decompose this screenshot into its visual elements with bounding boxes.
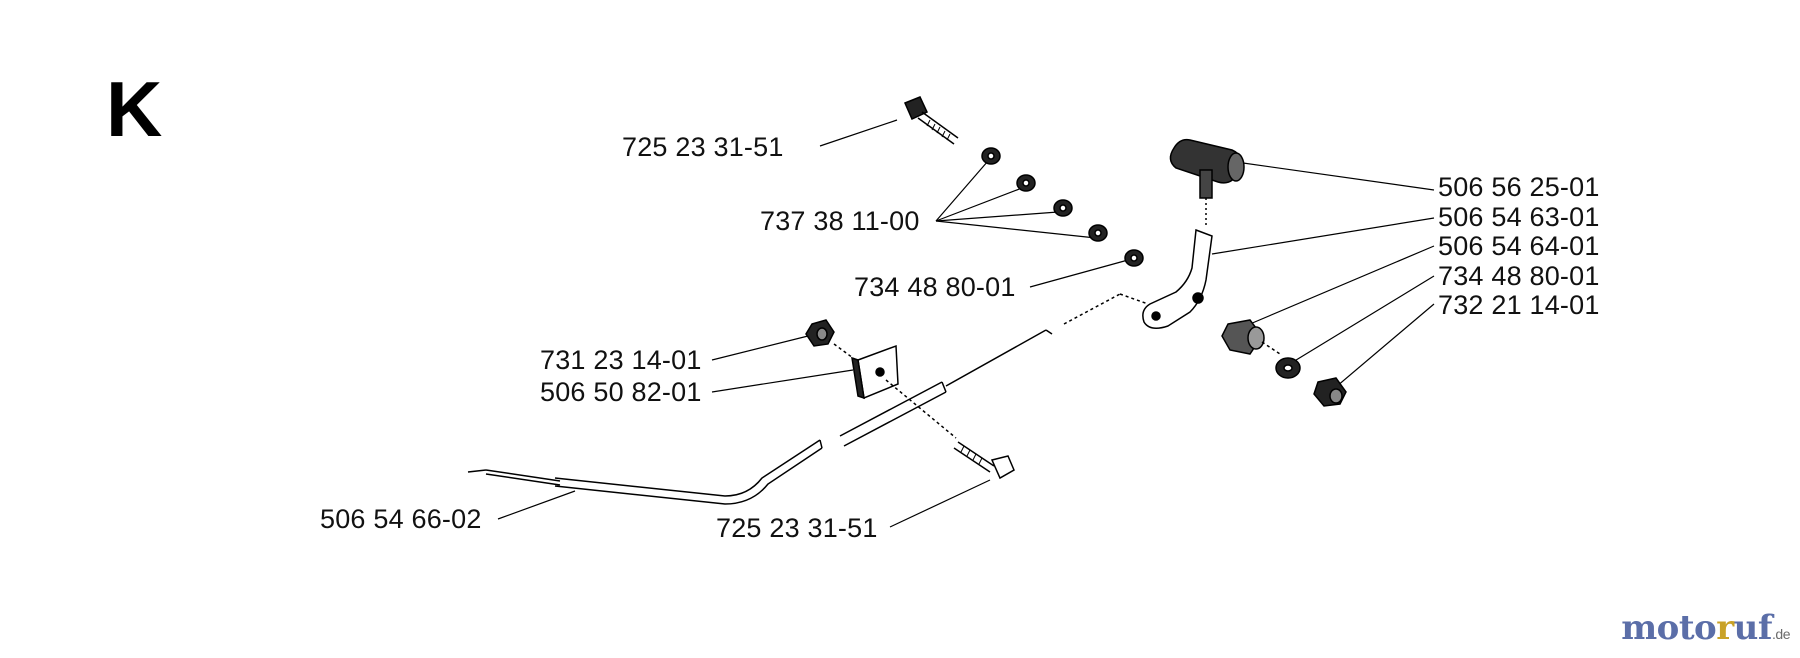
nut-right [1313, 377, 1347, 407]
throttle-cable [467, 293, 1149, 505]
label-knob: 506 56 25-01 [1438, 172, 1600, 202]
bolt-top [904, 96, 959, 145]
pivot-bolt [1221, 319, 1281, 355]
label-nut-left: 731 23 14-01 [540, 345, 702, 375]
watermark-logo: motoruf.de [1621, 608, 1790, 648]
section-letter: K [106, 65, 163, 153]
leader-lever [1211, 217, 1435, 255]
washers-stack [981, 147, 1144, 267]
leader-washer-mid [1029, 259, 1129, 288]
leader-nut-right [1329, 303, 1435, 393]
leader-cable [497, 490, 576, 520]
cable-clip [851, 344, 957, 439]
leader-nut-left [711, 334, 813, 361]
label-bolt-bottom: 725 23 31-51 [716, 513, 878, 543]
label-nut-right: 732 21 14-01 [1438, 290, 1600, 320]
label-clip: 506 50 82-01 [540, 377, 702, 407]
leader-bolt-top [819, 119, 898, 147]
leader-washer-right [1282, 275, 1435, 369]
washer-right [1275, 357, 1301, 379]
label-washer-mid: 734 48 80-01 [854, 272, 1016, 302]
label-cable: 506 54 66-02 [320, 504, 482, 534]
label-lever: 506 54 63-01 [1438, 201, 1600, 232]
label-washers: 737 38 11-00 [760, 206, 920, 236]
label-pivot: 506 54 64-01 [1438, 231, 1600, 261]
leader-washers [935, 160, 1097, 239]
leader-knob [1235, 161, 1435, 191]
leader-clip [711, 369, 854, 393]
lever-knob [1169, 138, 1245, 228]
leader-bolt-bottom [889, 479, 991, 528]
label-bolt-top: 725 23 31-51 [622, 132, 784, 162]
lever-plate [1142, 228, 1213, 329]
leader-pivot [1249, 245, 1435, 325]
right-label-column: 506 56 25-01 506 54 63-01 506 54 64-01 7… [1438, 174, 1600, 322]
label-washer-right: 734 48 80-01 [1438, 260, 1600, 291]
nut-left [805, 319, 873, 373]
bolt-bottom [953, 441, 1015, 480]
